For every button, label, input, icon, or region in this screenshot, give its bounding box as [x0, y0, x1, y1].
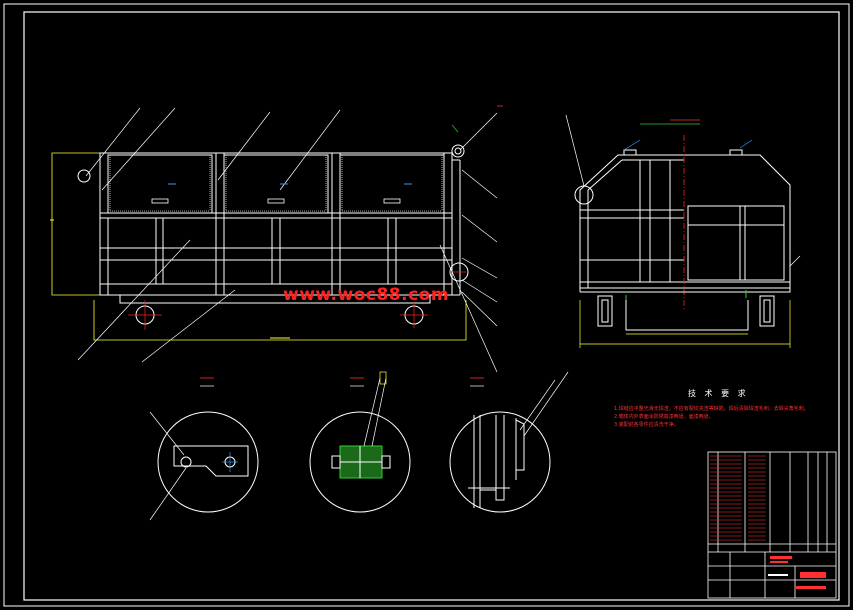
- side-body-outline: [579, 154, 791, 293]
- outer-border: [3, 3, 850, 607]
- front-bottom-dimension: [93, 300, 467, 341]
- title-block: [707, 451, 837, 599]
- detail-view-2: [309, 371, 411, 513]
- inner-border: [23, 11, 840, 601]
- detail-view-1: [149, 385, 259, 521]
- watermark-text: www.woc88.com: [283, 285, 450, 305]
- side-door-panel: [687, 205, 785, 281]
- front-base-skid: [119, 294, 431, 304]
- detail-view-3: [449, 371, 569, 513]
- front-lifting-lug-left: [77, 169, 91, 183]
- parts-list-rows: [710, 455, 766, 541]
- technical-requirement-note-3: 3.装配前各零件应清洗干净。: [614, 422, 679, 428]
- technical-requirements-title: 技 术 要 求: [688, 389, 749, 398]
- front-hatched-walls: [109, 155, 443, 212]
- front-body-outline: [99, 152, 453, 296]
- side-detail-circle: [574, 185, 594, 205]
- front-view: [50, 107, 498, 373]
- front-detail-circle: [449, 262, 469, 282]
- view-label-marks: [200, 105, 700, 379]
- front-lifting-lug-right: [451, 144, 465, 158]
- technical-requirement-note-1: 1.焊缝应平整光滑无焊渣，不应有裂纹夹渣等缺陷，焊后清除焊渣毛刺，去除尖角毛刺。: [614, 406, 809, 412]
- front-leader-lines: [77, 107, 498, 373]
- side-wheel-left-outer: [597, 295, 613, 327]
- side-tags: [625, 290, 747, 300]
- side-wheel-right-outer: [759, 295, 775, 327]
- side-leader-lines: [565, 114, 801, 267]
- side-axle: [625, 300, 749, 331]
- front-left-dimension-frame: [51, 152, 100, 296]
- title-block-text: [768, 556, 826, 589]
- side-view: [565, 114, 801, 348]
- technical-requirement-note-2: 2.箱体内外表面涂防锈底漆两道，面漆两道。: [614, 414, 714, 420]
- front-compartments: [107, 154, 445, 214]
